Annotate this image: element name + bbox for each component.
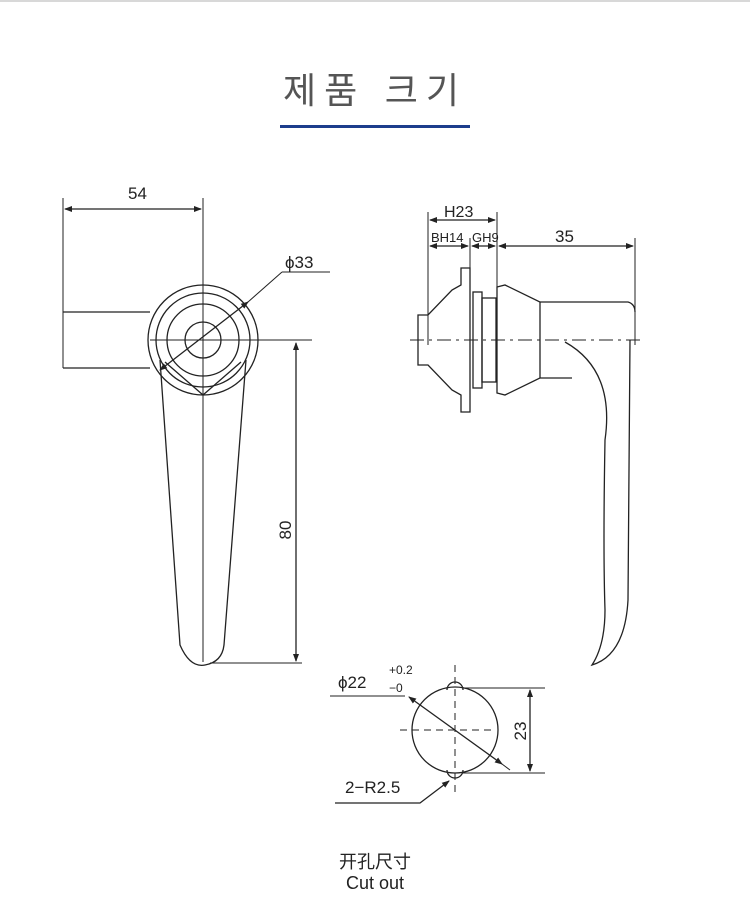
radius-label: 2−R2.5	[345, 778, 400, 797]
tolerance-minus: −0	[389, 681, 403, 695]
gh-dim-label: GH9	[472, 230, 499, 245]
cutout-height-label: 23	[511, 722, 530, 741]
side-view	[410, 212, 645, 667]
cutout-caption-en: Cut out	[345, 873, 405, 893]
diameter-line	[408, 696, 503, 765]
lever-bar	[63, 311, 150, 369]
top-divider	[0, 0, 750, 2]
diameter-leader	[159, 301, 249, 371]
handle-dim-label: 35	[555, 227, 574, 246]
cutout-caption-cn: 开孔尺寸	[339, 852, 411, 872]
cutout-diameter-label: ϕ22	[338, 673, 366, 692]
cutout-view	[330, 665, 545, 804]
width-dim-label: 54	[128, 184, 147, 203]
mounting-flange	[417, 267, 471, 413]
diameter-dim-label: ϕ33	[285, 253, 313, 272]
bh-dim-label: BH14	[431, 230, 464, 245]
title-underline	[280, 125, 470, 128]
front-view	[62, 198, 330, 666]
handle-blade	[159, 359, 247, 666]
length-dim-label: 80	[276, 521, 295, 540]
radius-leader	[335, 780, 450, 804]
page-title: 제품 크기	[283, 71, 467, 112]
handle-lever	[564, 339, 631, 667]
tolerance-plus: +0.2	[389, 663, 413, 677]
h-dim-label: H23	[444, 204, 473, 221]
handle-body	[540, 301, 636, 379]
